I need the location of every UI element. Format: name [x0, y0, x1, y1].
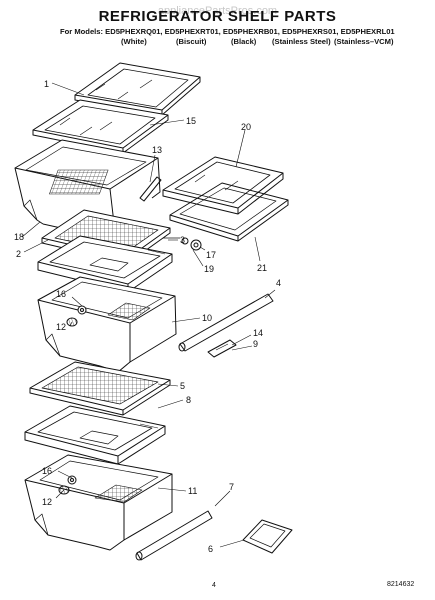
- leader-lines: [21, 82, 276, 548]
- callout-2: 2: [16, 249, 21, 259]
- callout-9: 9: [253, 339, 258, 349]
- humidity-control-middle: [66, 305, 87, 327]
- callout-16b: 16: [42, 466, 52, 476]
- grid-shelf-5: [29, 361, 171, 416]
- callout-5: 5: [180, 381, 185, 391]
- page-number: 4: [212, 582, 216, 589]
- callout-20: 20: [241, 122, 251, 132]
- callout-18: 18: [14, 232, 24, 242]
- models-line: For Models: ED5PHEXRQ01, ED5PHEXRT01, ED…: [60, 27, 395, 36]
- callout-21: 21: [257, 263, 267, 273]
- callout-13: 13: [152, 145, 162, 155]
- callout-labels: 1 15 20 13 18 2 3 17 19 21 4 16 12 10 14…: [14, 79, 281, 554]
- glass-shelf-20: [162, 156, 284, 215]
- rail-13: [139, 176, 162, 202]
- callout-12b: 12: [42, 497, 52, 507]
- callout-19: 19: [204, 264, 214, 274]
- color-black: (Black): [231, 37, 257, 46]
- callout-11: 11: [188, 486, 197, 496]
- watermark: appliancePartsPros.com: [157, 5, 278, 17]
- crisper-pan-11: [24, 454, 173, 551]
- callout-17: 17: [206, 250, 216, 260]
- crisper-pan-10: [37, 276, 177, 373]
- shelf-frame-21: [169, 182, 289, 242]
- document-part-number: 8214632: [387, 581, 415, 588]
- glass-shelf-15: [32, 99, 169, 154]
- pan-frame: [37, 235, 173, 293]
- callout-15: 15: [186, 116, 196, 126]
- color-biscuit: (Biscuit): [176, 37, 207, 46]
- rail-7: [135, 510, 213, 561]
- small-hardware: [163, 237, 202, 251]
- top-glass-shelf: [74, 62, 201, 116]
- callout-12: 12: [56, 322, 66, 332]
- callout-1: 1: [44, 79, 49, 89]
- callout-8: 8: [186, 395, 191, 405]
- rail-4: [178, 293, 274, 352]
- bracket-14: [207, 339, 237, 358]
- color-stainless-steel: (Stainless Steel): [272, 37, 331, 46]
- pan-frame-8: [24, 405, 166, 465]
- callout-10: 10: [202, 313, 212, 323]
- callout-14: 14: [253, 328, 263, 338]
- cover-plate-6: [242, 519, 293, 554]
- page-title: REFRIGERATOR SHELF PARTS: [98, 8, 337, 25]
- callout-4: 4: [276, 278, 281, 288]
- crisper-cover-2: [41, 209, 171, 264]
- color-stainless-vcm: (Stainless–VCM): [334, 37, 394, 46]
- callout-16: 16: [56, 289, 66, 299]
- color-white: (White): [121, 37, 147, 46]
- callout-3: 3: [180, 235, 185, 245]
- callout-6: 6: [208, 544, 213, 554]
- callout-7: 7: [229, 482, 234, 492]
- crisper-pan-18: [14, 139, 161, 241]
